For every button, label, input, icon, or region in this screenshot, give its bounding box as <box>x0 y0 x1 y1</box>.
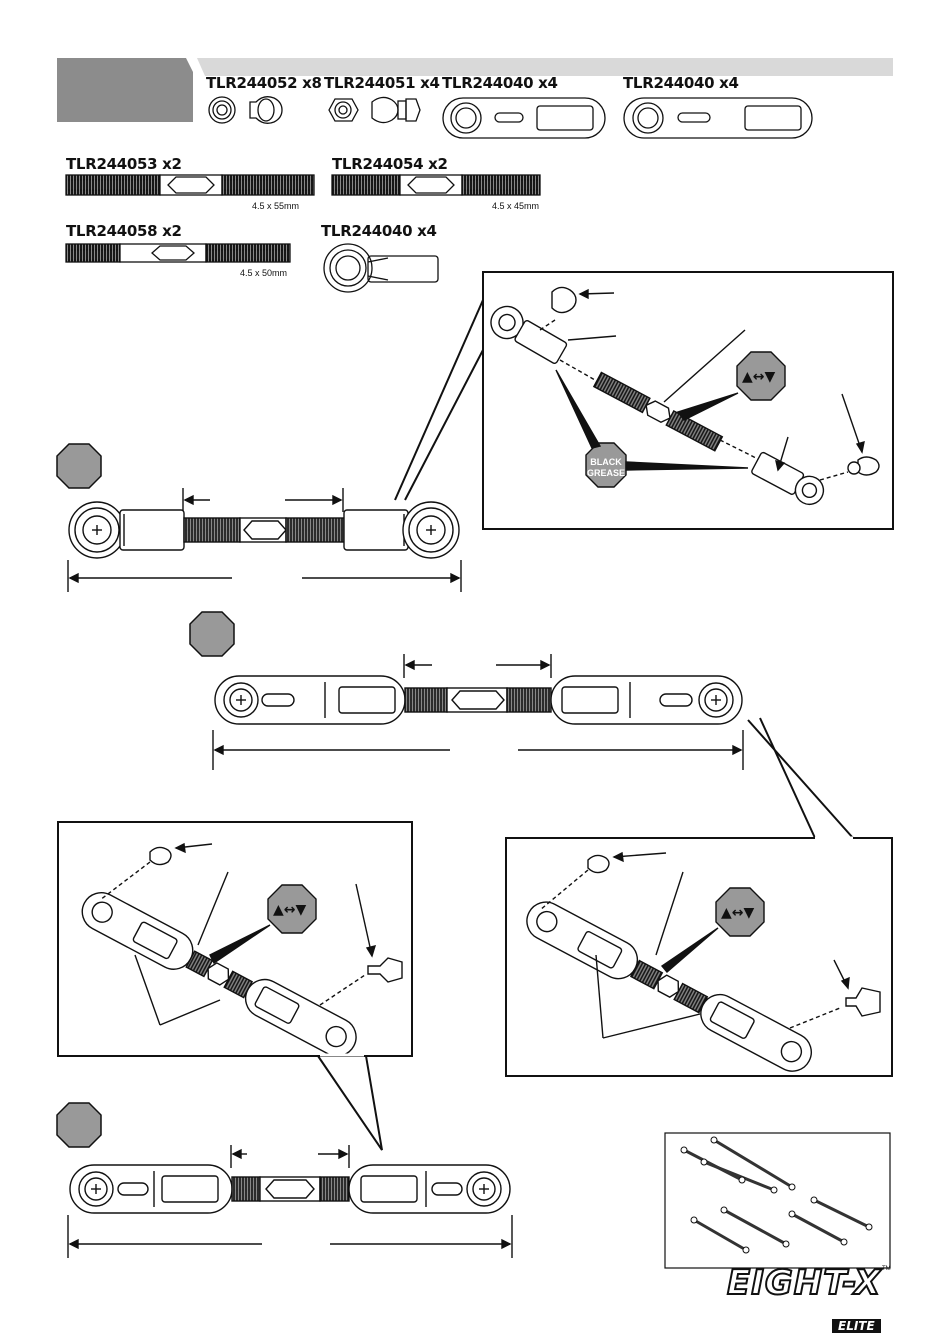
svg-text:▲↔▼: ▲↔▼ <box>273 902 306 918</box>
pivot-ball-icon <box>250 97 282 124</box>
svg-text:▲↔▼: ▲↔▼ <box>721 905 754 921</box>
rod-end-long-a-icon <box>443 98 605 138</box>
completed-linkages-photo <box>664 1132 892 1270</box>
ball-stud-washer-icon <box>209 97 235 123</box>
svg-text:BLACK: BLACK <box>590 457 622 467</box>
turnbuckle-50mm-icon <box>66 244 290 262</box>
svg-text:▲↔▼: ▲↔▼ <box>742 369 775 385</box>
rod-end-long-b-icon <box>624 98 812 138</box>
hex-nut-icon <box>329 99 358 121</box>
inset-2-3-exploded-views: ▲↔▼ ▲↔▼ <box>50 700 900 1170</box>
black-grease-label: BLACK GREASE <box>586 443 626 487</box>
flanged-ball-icon <box>372 97 420 122</box>
turnbuckle-45mm-icon <box>332 175 540 195</box>
turnbuckle-55mm-icon <box>66 175 314 195</box>
inset-1-exploded-view: ▲↔▼ <box>380 270 900 540</box>
svg-text:GREASE: GREASE <box>587 468 625 478</box>
step-3-assembly <box>60 1140 520 1260</box>
parts-illustrations <box>0 0 950 300</box>
